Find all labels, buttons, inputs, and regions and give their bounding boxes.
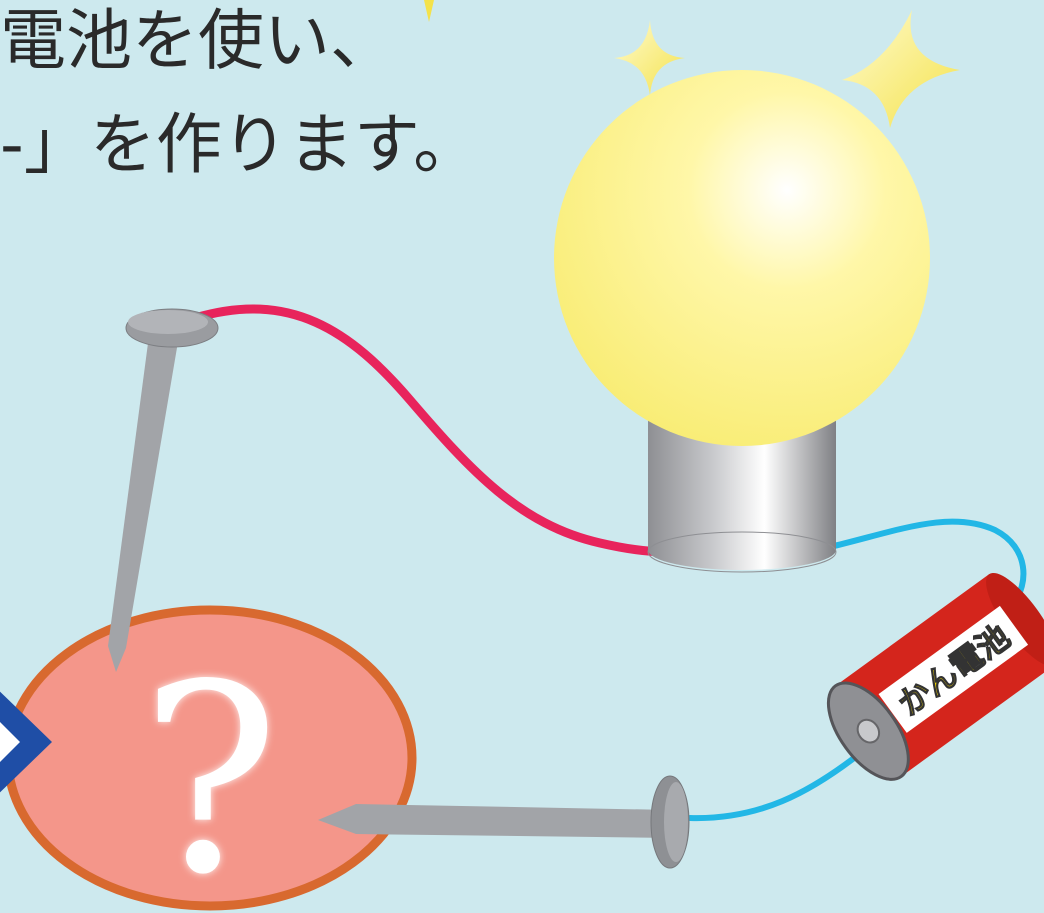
question-mark-glow: ? <box>140 630 279 913</box>
headline-line-1: 電池を使い、 <box>0 2 396 79</box>
battery: かん電池 <box>826 572 1044 781</box>
nail-vertical <box>108 308 219 672</box>
nail-horizontal <box>318 775 690 869</box>
red-wire <box>190 304 673 557</box>
sparkle-icon <box>842 10 960 128</box>
blue-wire-bottom <box>687 752 861 822</box>
light-bulb <box>554 70 930 446</box>
light-ray-icon <box>424 0 434 22</box>
chevron-right-icon <box>0 691 52 793</box>
blue-wire-top <box>831 518 1027 605</box>
question-mark: ? <box>140 630 279 913</box>
headline-line-2: -」を作ります。 <box>0 106 480 183</box>
sparkle-icon <box>614 20 685 96</box>
chevron-right-icon-inner <box>0 722 20 762</box>
